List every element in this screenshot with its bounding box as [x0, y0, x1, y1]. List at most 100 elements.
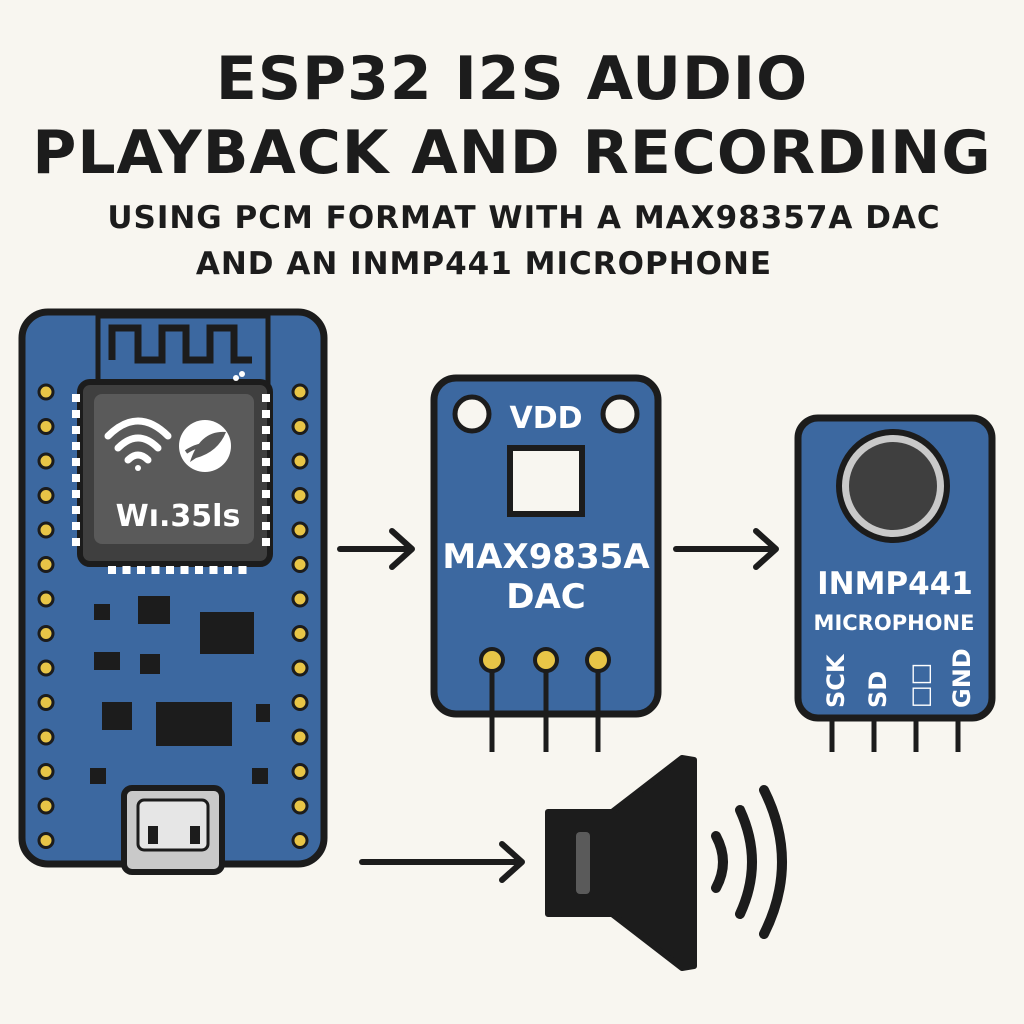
- header-pin: [291, 418, 309, 435]
- header-pins-right: [291, 383, 309, 849]
- module-pin: [72, 458, 80, 466]
- subtitle-line-1: USING PCM FORMAT WITH A MAX98357A DAC: [107, 200, 941, 236]
- usb-connector: [121, 785, 225, 875]
- arrow-dac-to-mic: [673, 528, 779, 570]
- component-smd: [138, 596, 170, 624]
- component-ic: [156, 702, 232, 746]
- module-pins-left: [72, 394, 80, 546]
- module-pin: [72, 394, 80, 402]
- speaker-icon: [545, 755, 697, 971]
- module-pins-right: [262, 394, 270, 546]
- header-pin: [37, 452, 55, 470]
- module-pin: [180, 566, 189, 574]
- header-pin: [291, 383, 309, 401]
- module-pin: [262, 442, 270, 450]
- title-line-2: PLAYBACK AND RECORDING: [32, 118, 992, 188]
- wifi-icon: [104, 417, 172, 471]
- antenna-trace: [108, 324, 252, 364]
- header-pin: [37, 556, 55, 573]
- module-pin: [72, 522, 80, 530]
- module-pin: [108, 566, 116, 574]
- mic-pin-label-3: □□: [906, 663, 934, 708]
- header-pins-left: [37, 383, 55, 849]
- sound-waves-icon: [711, 785, 787, 939]
- arrow-esp32-to-speaker: [359, 841, 525, 883]
- component-smd: [140, 654, 160, 674]
- mic-pin-label-gnd: GND: [948, 648, 976, 708]
- module-pin: [262, 410, 270, 418]
- header-pin: [291, 797, 309, 815]
- module-pins-bottom: [108, 566, 247, 574]
- mic-name-line-1: INMP441: [817, 566, 973, 602]
- module-pin: [262, 394, 270, 402]
- mic-capsule: [849, 442, 937, 530]
- module-pin: [262, 474, 270, 482]
- module-pin: [238, 566, 247, 574]
- module-pin: [72, 490, 80, 498]
- header-pin: [37, 659, 55, 677]
- arrow-esp32-to-dac: [337, 528, 415, 570]
- dac-chip: [507, 445, 585, 517]
- header-pin: [37, 832, 55, 849]
- module-pin: [166, 566, 174, 574]
- component-smd: [90, 768, 106, 784]
- module-pin: [137, 566, 145, 574]
- component-smd: [256, 704, 270, 722]
- header-pin: [37, 521, 55, 539]
- component-smd: [102, 702, 132, 730]
- dac-mount-hole: [600, 394, 640, 434]
- header-pin: [37, 590, 55, 608]
- header-pin: [291, 763, 309, 780]
- module-pin: [224, 566, 232, 574]
- header-pin: [37, 728, 55, 746]
- component-ic: [200, 612, 254, 654]
- dac-pin-pad: [585, 647, 611, 673]
- dac-pin-pad: [479, 647, 505, 673]
- module-pin: [262, 538, 270, 546]
- dac-board: VDD MAX9835A DAC: [430, 374, 662, 752]
- component-smd: [252, 768, 268, 784]
- header-pin: [37, 797, 55, 815]
- module-pin: [151, 566, 160, 574]
- title-line-1: ESP32 I2S AUDIO: [215, 44, 809, 114]
- module-pin: [195, 566, 203, 574]
- subtitle-line-2: AND AN INMP441 MICROPHONE: [195, 246, 773, 282]
- dac-pin-pad: [533, 647, 559, 673]
- header-pin: [291, 659, 309, 677]
- module-pin: [262, 490, 270, 498]
- header-pin: [291, 728, 309, 746]
- esp32-board: Wı.35ls: [18, 308, 328, 875]
- header-pin: [291, 694, 309, 711]
- header-pin: [37, 763, 55, 780]
- header-pin: [37, 487, 55, 504]
- header-pin: [37, 625, 55, 642]
- module-pin: [262, 458, 270, 466]
- module-pin: [122, 566, 131, 574]
- module-pin: [262, 506, 270, 514]
- module-pin: [72, 426, 80, 434]
- mic-pin-label-sd: SD: [864, 671, 892, 708]
- dac-name-line-1: MAX9835A: [442, 537, 650, 577]
- module-pin: [72, 506, 80, 514]
- header-pin: [291, 521, 309, 539]
- module-pin: [262, 426, 270, 434]
- header-pin: [291, 832, 309, 849]
- header-pin: [291, 590, 309, 608]
- component-smd: [94, 604, 110, 620]
- dac-vdd-label: VDD: [509, 401, 582, 436]
- header-pin: [291, 625, 309, 642]
- mic-name-line-2: MICROPHONE: [814, 611, 975, 635]
- mic-pin-label-sck: SCK: [822, 653, 850, 708]
- leaf-logo-icon: [179, 420, 231, 472]
- header-pin: [291, 556, 309, 573]
- module-pin: [72, 442, 80, 450]
- module-pin: [72, 474, 80, 482]
- chip-label: Wı.35ls: [116, 499, 241, 534]
- dac-name-line-2: DAC: [506, 577, 586, 617]
- dac-mount-hole: [452, 394, 492, 434]
- header-pin: [37, 694, 55, 711]
- module-pin: [262, 522, 270, 530]
- header-pin: [37, 418, 55, 435]
- module-pin: [209, 566, 218, 574]
